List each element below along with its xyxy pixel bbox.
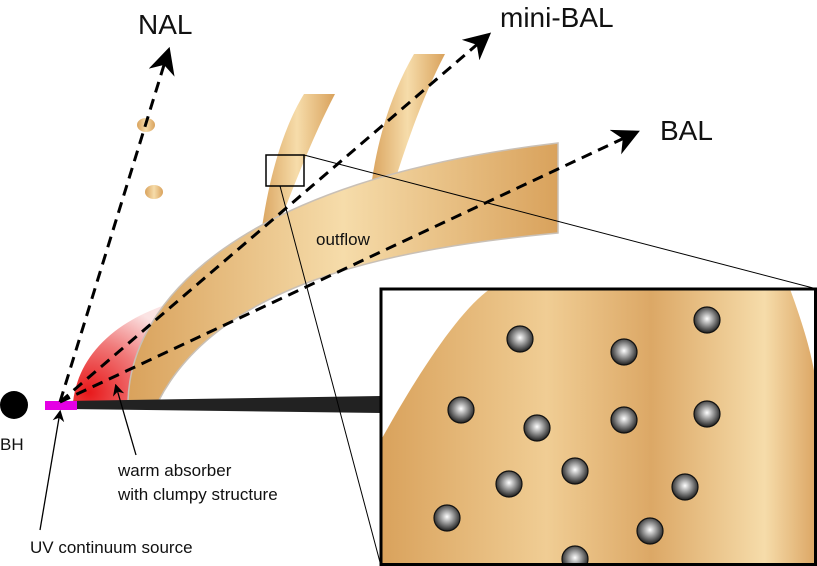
clump [561, 457, 589, 485]
clump-group [433, 306, 721, 566]
clump [636, 517, 664, 545]
uv-source-pointer [39, 409, 65, 531]
black-hole [0, 391, 28, 419]
label-warm-absorber-line2: with clumpy structure [117, 485, 278, 504]
outflow-main-band [127, 142, 559, 403]
clump [561, 545, 589, 566]
clump [610, 406, 638, 434]
accretion-disk [66, 396, 381, 413]
clump [610, 338, 638, 366]
clump [523, 414, 551, 442]
label-mini-bal: mini-BAL [500, 2, 614, 33]
zoom-connector-top [303, 154, 817, 290]
warm-absorber-pointer [112, 383, 137, 456]
outflow-streamer-right [370, 54, 445, 196]
sightline-nal-arrow [58, 46, 175, 403]
label-outflow: outflow [316, 230, 371, 249]
clump [693, 306, 721, 334]
label-bh: BH [0, 435, 24, 454]
clump [433, 504, 461, 532]
zoom-inset-outflow [381, 289, 817, 566]
clump [447, 396, 475, 424]
zoom-inset [379, 287, 817, 566]
label-bal: BAL [660, 115, 713, 146]
nal-cloud-lower [145, 185, 163, 199]
label-uv-source: UV continuum source [30, 538, 193, 557]
outflow-streamer-left [259, 94, 335, 252]
clump [506, 325, 534, 353]
clump [693, 400, 721, 428]
clump [671, 473, 699, 501]
label-nal: NAL [138, 9, 192, 40]
sightline-mini-bal-arrow [59, 32, 492, 404]
clump [495, 470, 523, 498]
sightline-bal-arrow [59, 129, 640, 404]
zoom-inset-frame [379, 287, 817, 566]
zoom-connector-bottom [279, 185, 382, 566]
uv-continuum-source [45, 401, 77, 410]
zoom-region-box [265, 154, 305, 187]
label-warm-absorber-line1: warm absorber [117, 461, 232, 480]
